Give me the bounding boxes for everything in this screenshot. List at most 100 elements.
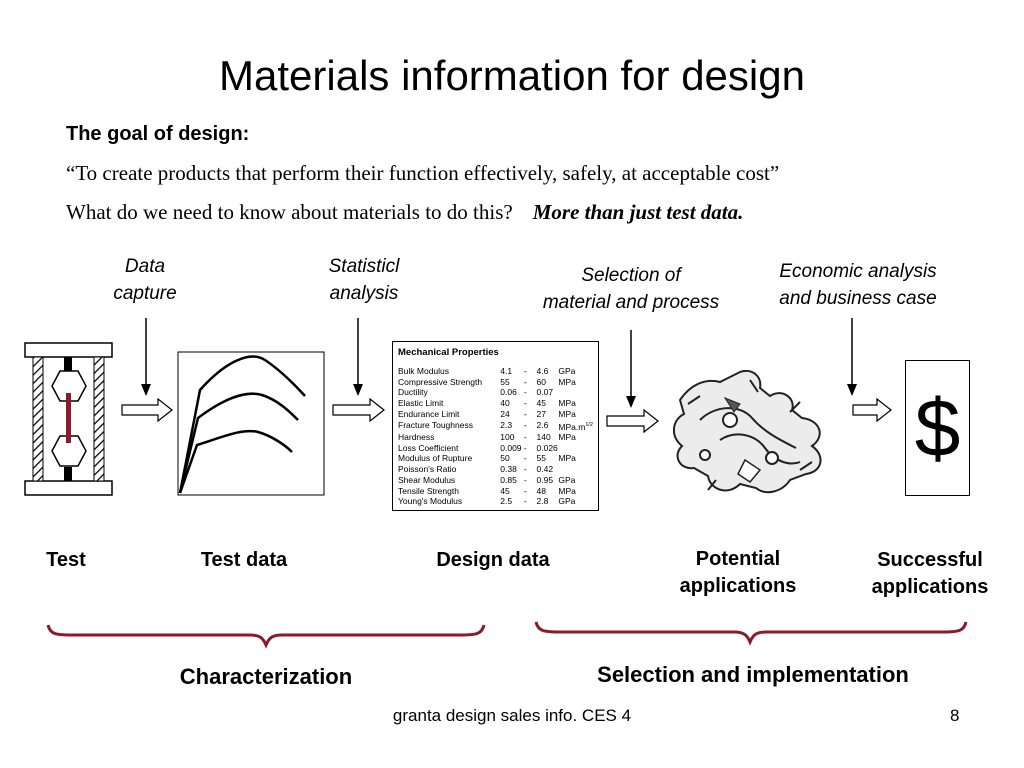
dollar-box: $ [905, 360, 970, 496]
mp-property-name: Modulus of Rupture [398, 453, 473, 464]
dollar-icon: $ [914, 383, 961, 474]
curly-brace-icon [46, 624, 486, 649]
group-characterization: Characterization [179, 664, 353, 689]
mp-high-value: 4.6 [536, 366, 549, 376]
mp-property-name: Loss Coefficient [398, 442, 459, 453]
mp-property-name: Young's Modulus [398, 496, 463, 507]
mp-low-value: 0.85 [500, 474, 517, 485]
question-text: What do we need to know about materials … [66, 200, 513, 224]
mp-unit: MPa [558, 432, 576, 443]
mp-row: Shear Modulus 0.85-0.95 GPa [398, 475, 593, 486]
tensile-test-rig-icon [24, 342, 113, 496]
mp-property-name: Shear Modulus [398, 474, 456, 485]
footer-text: granta design sales info. CES 4 [392, 706, 632, 725]
down-arrow-icon [626, 330, 636, 408]
label-test: Test [46, 549, 86, 571]
stress-strain-curves-icon [177, 351, 325, 496]
label-line: applications [871, 576, 989, 598]
materials-question: What do we need to know about materials … [66, 200, 743, 225]
mp-high-value: 0.026 [536, 442, 558, 453]
caption-line: analysis [329, 283, 399, 304]
mp-property-name: Poisson's Ratio [398, 464, 457, 475]
mp-low-value: 40 [500, 398, 510, 409]
mp-unit: MPa [558, 408, 576, 419]
mp-range-separator: - [523, 485, 527, 496]
mp-low-value: 100 [500, 432, 515, 443]
mp-high-value: 60 [536, 376, 546, 387]
caption-line: Statisticl [328, 256, 400, 277]
mp-unit: GPa [558, 474, 576, 485]
label-line: Successful [877, 549, 983, 571]
mp-high-value: 0.42 [536, 464, 554, 475]
caption-selection: Selection of material and process [515, 262, 747, 316]
mp-high-value: 0.07 [536, 387, 554, 398]
mp-low-value: 4.1 [500, 366, 513, 376]
mp-range-separator: - [523, 474, 527, 485]
label-line: applications [679, 575, 797, 597]
caption-line: capture [113, 283, 177, 304]
caption-data-capture: Data capture [95, 253, 195, 307]
mp-row: Endurance Limit 24 -27 MPa [398, 409, 593, 420]
page-number: 8 [950, 706, 960, 725]
mp-unit [558, 387, 593, 398]
cast-component-icon [673, 370, 822, 494]
curly-brace-icon [534, 621, 968, 646]
mp-range-separator: - [523, 408, 527, 419]
caption-line: material and process [542, 292, 720, 313]
caption-line: Selection of [581, 265, 681, 286]
mp-unit-text: MPa.m [558, 421, 586, 432]
mp-property-name: Fracture Toughness [398, 419, 473, 430]
caption-line: Economic analysis [779, 261, 937, 282]
mp-property-name: Endurance Limit [398, 408, 460, 419]
goal-quote: “To create products that perform their f… [66, 161, 780, 185]
slide-title: Materials information for design [219, 52, 805, 99]
mp-low-value: 0.38 [500, 464, 517, 475]
mp-property-name: Hardness [398, 432, 435, 443]
label-design-data: Design data [436, 549, 550, 571]
question-emphasis: More than just test data. [533, 200, 744, 224]
down-arrow-icon [141, 318, 151, 396]
mp-low-value: 2.5 [500, 496, 513, 507]
mp-title: Mechanical Properties [398, 347, 499, 358]
hollow-right-arrow-icon [121, 397, 173, 423]
mp-unit [558, 464, 593, 475]
label-line: Potential [695, 548, 781, 570]
emphasis-text: More than just test data [532, 200, 739, 224]
mp-property-name: Ductility [398, 387, 428, 398]
mp-range-separator: - [523, 387, 527, 398]
mp-range-separator: - [523, 376, 527, 387]
mp-high-value: 0.95 [536, 474, 554, 485]
mp-range-separator: - [523, 398, 527, 409]
mp-low-value: 2.3 [500, 419, 513, 430]
mp-unit [558, 443, 593, 454]
mp-high-value: 27 [536, 408, 546, 419]
mp-high-value: 140 [536, 432, 551, 443]
mp-unit: GPa [558, 366, 576, 376]
mp-high-value: 48 [536, 485, 546, 496]
mp-unit: MPa [558, 485, 576, 496]
mp-unit: GPa [558, 496, 576, 507]
mp-range-separator: - [523, 366, 527, 376]
mp-unit: MPa [558, 398, 576, 409]
caption-statistical-analysis: Statisticl analysis [305, 253, 423, 307]
mp-high-value: 2.6 [536, 419, 549, 430]
mp-low-value: 0.009 [500, 442, 522, 453]
mp-range-separator: - [523, 432, 527, 443]
label-test-data: Test data [200, 549, 288, 571]
caption-line: and business case [779, 288, 937, 309]
label-successful-applications: Successful applications [855, 547, 1005, 601]
down-arrow-icon [353, 318, 363, 396]
mp-unit: MPa [558, 376, 576, 387]
caption-economic: Economic analysis and business case [752, 258, 964, 312]
mp-low-value: 24 [500, 408, 510, 419]
